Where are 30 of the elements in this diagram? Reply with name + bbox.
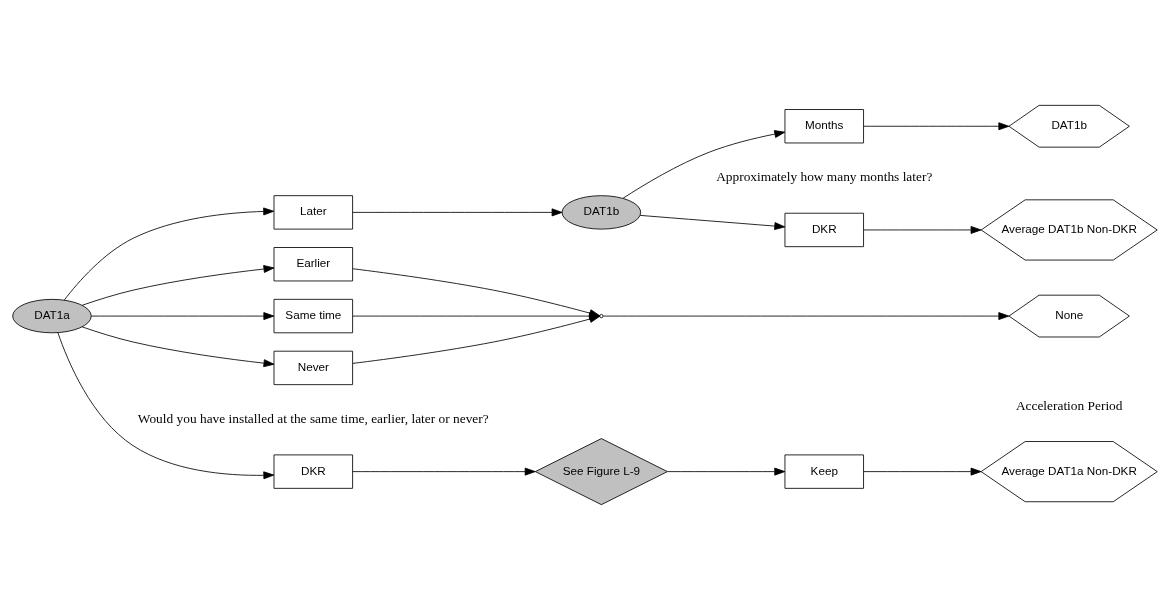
arrow <box>63 207 275 300</box>
arrow <box>352 467 536 476</box>
node-ellipse: DAT1a <box>12 298 92 333</box>
arrow <box>639 214 786 230</box>
arrow <box>602 311 1010 320</box>
label: Acceleration Period <box>1015 397 1123 413</box>
node-box: DKR <box>273 453 354 489</box>
node-circle <box>599 313 604 318</box>
node-box: Later <box>273 194 354 230</box>
arrow <box>352 207 563 216</box>
node-box: Never <box>273 350 354 385</box>
arrow <box>863 467 982 476</box>
node-box: DKR <box>784 212 864 247</box>
node-ellipse: DAT1b <box>561 194 642 230</box>
arrow <box>863 121 1010 130</box>
arrow <box>622 129 786 199</box>
arrow <box>667 467 786 476</box>
node-box: Keep <box>784 453 864 489</box>
node-box: Months <box>784 108 864 143</box>
arrow <box>81 264 275 306</box>
arrow <box>57 331 275 479</box>
label: Approximately how many months later? <box>716 168 933 184</box>
arrow <box>91 311 275 320</box>
node-diamond: See Figure L-9 <box>534 437 668 505</box>
node-box: Earlier <box>273 246 354 281</box>
arrow <box>352 267 601 317</box>
arrow <box>81 325 275 367</box>
node-box: Same time <box>273 298 354 333</box>
arrow <box>863 225 982 234</box>
label: Would you have installed at the same time, earlier, later or never? <box>137 410 489 426</box>
